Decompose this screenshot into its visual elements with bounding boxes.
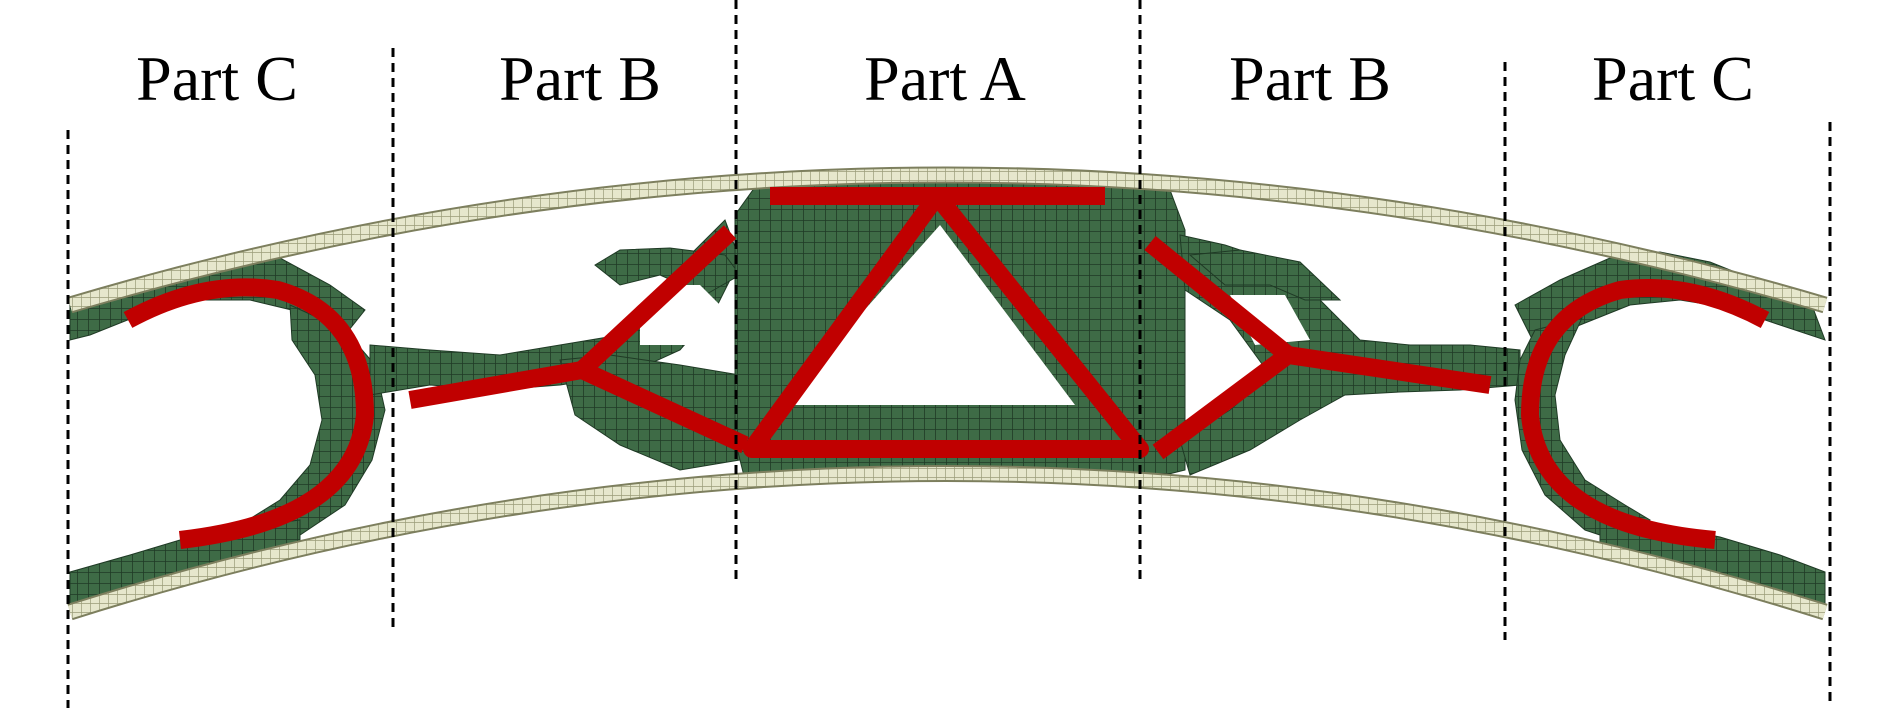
truss-members <box>123 187 1770 549</box>
truss-right-c-arc <box>1521 279 1770 549</box>
truss-left-b-upper <box>575 225 737 377</box>
truss-left-b-bar <box>408 361 584 409</box>
truss-right-b-bar <box>1286 346 1492 394</box>
label-part-c-right: Part C <box>1592 43 1754 114</box>
truss-left-b-lower <box>578 361 749 454</box>
section-dividers <box>66 0 1832 708</box>
material-right-c-curve <box>1514 317 1651 546</box>
truss-left-c-arc <box>123 278 374 549</box>
outer-skin-fill <box>68 168 1827 312</box>
skins <box>67 166 1828 621</box>
material-right-b-loop-top <box>1188 249 1342 301</box>
label-part-a: Part A <box>864 43 1026 114</box>
label-part-b-right: Part B <box>1229 43 1391 114</box>
label-part-c-left: Part C <box>136 43 298 114</box>
label-part-b-left: Part B <box>499 43 661 114</box>
section-labels: Part C Part B Part A Part B Part C <box>136 43 1754 114</box>
truss-right-b-upper <box>1144 236 1294 362</box>
void-center-triangle <box>780 225 1075 405</box>
truss-right-b-lower <box>1152 347 1294 460</box>
truss-a-triangle <box>743 187 1149 458</box>
inner-skin-fill <box>68 467 1827 619</box>
